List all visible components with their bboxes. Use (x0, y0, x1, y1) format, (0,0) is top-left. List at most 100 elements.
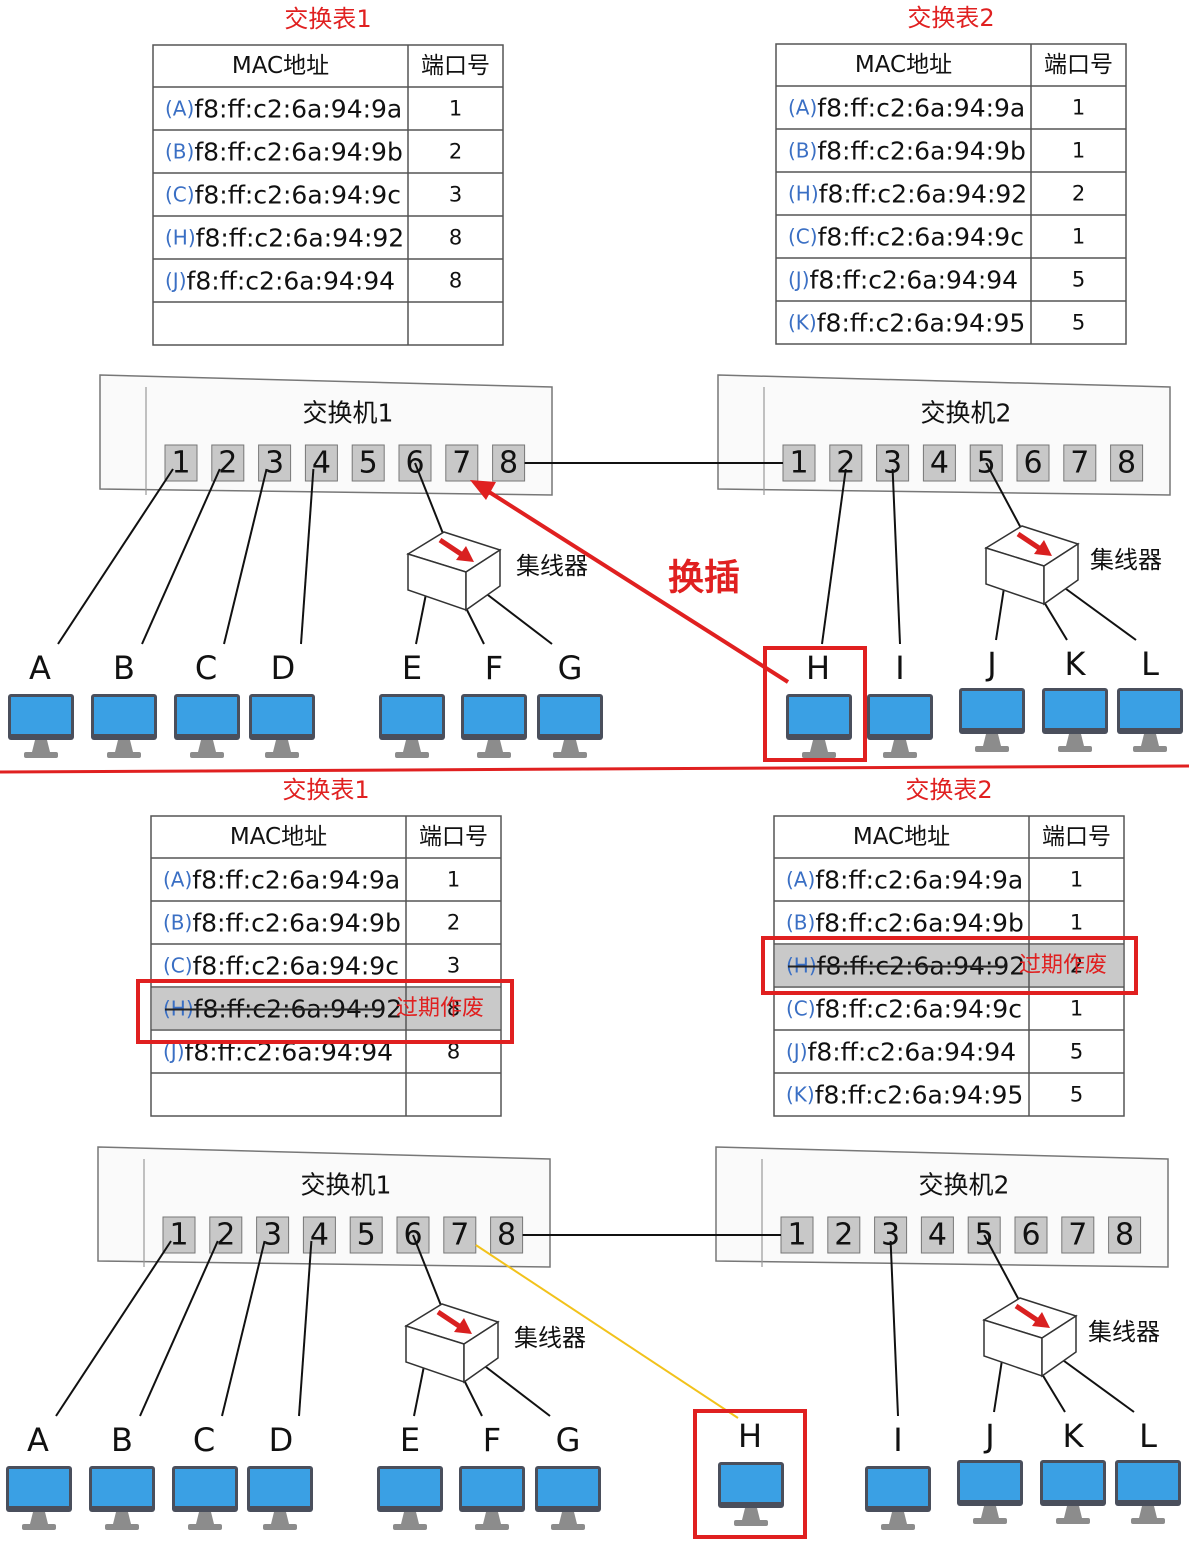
mac-cell: (A)f8:ff:c2:6a:94:9a (163, 865, 400, 894)
mac-prefix: (A) (786, 868, 815, 892)
monitor-screen (94, 697, 154, 734)
hub-side (1043, 542, 1079, 606)
host-cable (57, 468, 174, 645)
monitor-neck (196, 1512, 214, 1524)
switch-port: 8 (1110, 444, 1144, 482)
monitor-screen (721, 1465, 781, 1502)
port-cell: 1 (1072, 225, 1085, 249)
expired-highlight-box (761, 936, 1138, 995)
mac-cell: (B)f8:ff:c2:6a:94:9b (788, 136, 1026, 165)
port-number: 2 (218, 446, 237, 481)
port-cell: 1 (1070, 911, 1083, 935)
port-header: 端口号 (419, 824, 488, 850)
monitor-icon (379, 694, 445, 758)
monitor-base (265, 752, 299, 758)
mac-address: f8:ff:c2:6a:94:9c (195, 180, 401, 209)
table-title: 交换表1 (282, 776, 369, 804)
port-cell: 3 (447, 954, 460, 978)
table-title: 交换表1 (284, 5, 371, 33)
hub-uplink-cable (983, 1234, 1021, 1303)
monitor-base (393, 1524, 427, 1530)
host: B (91, 649, 157, 758)
hub-icon (984, 525, 1080, 606)
mac-prefix: (C) (165, 183, 195, 207)
mac-cell: (J)f8:ff:c2:6a:94:94 (786, 1037, 1016, 1066)
monitor-neck (198, 740, 216, 752)
hub-host-cable (1061, 585, 1137, 641)
port-cell: 8 (447, 997, 460, 1021)
host: I (867, 649, 933, 758)
monitor-screen (868, 1469, 928, 1506)
monitor-screen (960, 1463, 1020, 1500)
host: B (89, 1421, 155, 1530)
host: H (718, 1417, 784, 1526)
expired-label: 过期作废 (1019, 953, 1107, 978)
monitor-base (190, 752, 224, 758)
monitor-screen (462, 1469, 522, 1506)
monitor-icon (718, 1462, 784, 1526)
switch-port: 7 (1063, 444, 1097, 482)
monitor-base (881, 1524, 915, 1530)
host-label: G (556, 1421, 581, 1459)
switch-port: 4 (922, 444, 956, 482)
moved-cable (475, 1244, 739, 1419)
hub-host-cable (1041, 1373, 1066, 1413)
switch-port: 5 (349, 1216, 383, 1254)
table-border (775, 43, 1127, 345)
mac-prefix: (B) (165, 140, 194, 164)
switch-port: 6 (1014, 1216, 1048, 1254)
hub-arrow-shaft (438, 537, 466, 559)
monitor-base (475, 1524, 509, 1530)
monitor-neck (32, 740, 50, 752)
port-header: 端口号 (1044, 52, 1113, 78)
switch-port: 8 (492, 444, 526, 482)
host-label: J (985, 645, 996, 683)
port-number: 1 (171, 446, 190, 481)
port-cell: 1 (449, 97, 462, 121)
monitor-icon (535, 1466, 601, 1530)
monitor-neck (559, 1512, 577, 1524)
monitor-base (395, 752, 429, 758)
monitor-neck (561, 740, 579, 752)
port-number: 3 (881, 1218, 900, 1253)
host-cable (55, 1240, 172, 1417)
host-cable (821, 468, 847, 645)
host: G (537, 649, 603, 758)
mac-prefix: (J) (165, 269, 187, 293)
port-cell: 8 (449, 226, 462, 250)
monitor-icon (6, 1466, 72, 1530)
mac-prefix: (A) (788, 96, 817, 120)
highlight-box (763, 646, 867, 762)
switch-port: 1 (780, 1216, 814, 1254)
monitor-screen (250, 1469, 310, 1506)
mac-cell: (C)f8:ff:c2:6a:94:9c (163, 951, 399, 980)
host: A (8, 649, 74, 758)
monitor-icon (786, 694, 852, 758)
hub-host-cable (1059, 1357, 1135, 1413)
mac-prefix: (A) (165, 97, 194, 121)
port-number: 1 (789, 446, 808, 481)
hub-label: 集线器 (514, 1324, 586, 1352)
monitor-screen (870, 697, 930, 734)
port-number: 3 (265, 446, 284, 481)
monitor-icon (174, 694, 240, 758)
monitor-screen (538, 1469, 598, 1506)
host-cable (223, 468, 268, 645)
monitor-neck (271, 1512, 289, 1524)
mac-cell: (H)f8:ff:c2:6a:94:92 (165, 223, 404, 252)
port-number: 2 (216, 1218, 235, 1253)
port-box (256, 1216, 290, 1254)
switch-port: 4 (304, 444, 338, 482)
mac-prefix: (B) (786, 911, 815, 935)
port-cell: 8 (449, 269, 462, 293)
